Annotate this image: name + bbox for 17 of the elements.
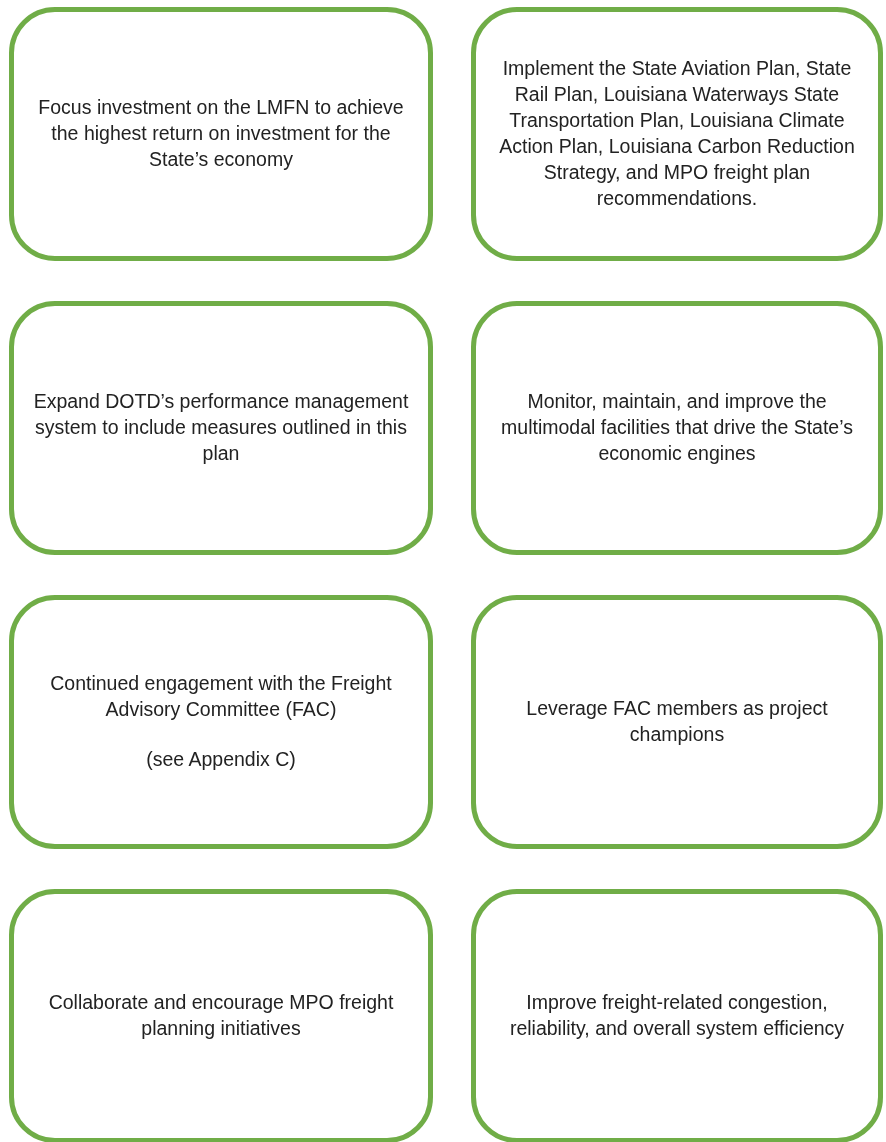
text-box bbox=[9, 889, 433, 1142]
box-text: Implement the State Aviation Plan, State Rail Plan, Louisiana Waterways State Transportation Plan, Louisiana Climate Action Plan, Louisiana Carbon Reduction Strategy, and MPO freight plan recommendations. bbox=[498, 56, 856, 211]
box-text: Focus investment on the LMFN to achieve the highest return on investment for the State’s economy bbox=[37, 95, 405, 172]
box-text: Leverage FAC members as project champions bbox=[525, 696, 829, 747]
box-text: Expand DOTD’s performance management system to include measures outlined in this plan bbox=[32, 389, 410, 466]
text-box bbox=[9, 7, 433, 261]
text-box bbox=[471, 301, 883, 555]
text-box bbox=[9, 595, 433, 849]
box-text: Continued engagement with the Freight Advisory Committee (FAC) bbox=[49, 671, 393, 723]
text-box bbox=[471, 595, 883, 849]
note-text: (see Appendix C) bbox=[146, 746, 296, 772]
text-box bbox=[471, 7, 883, 261]
text-box bbox=[471, 889, 883, 1142]
text-box bbox=[9, 301, 433, 555]
box-text: Improve freight-related congestion, reliability, and overall system efficiency bbox=[508, 990, 846, 1041]
box-text: Collaborate and encourage MPO freight planning initiatives bbox=[47, 990, 395, 1041]
box-text: Monitor, maintain, and improve the multimodal facilities that drive the State’s economic engines bbox=[500, 389, 854, 466]
